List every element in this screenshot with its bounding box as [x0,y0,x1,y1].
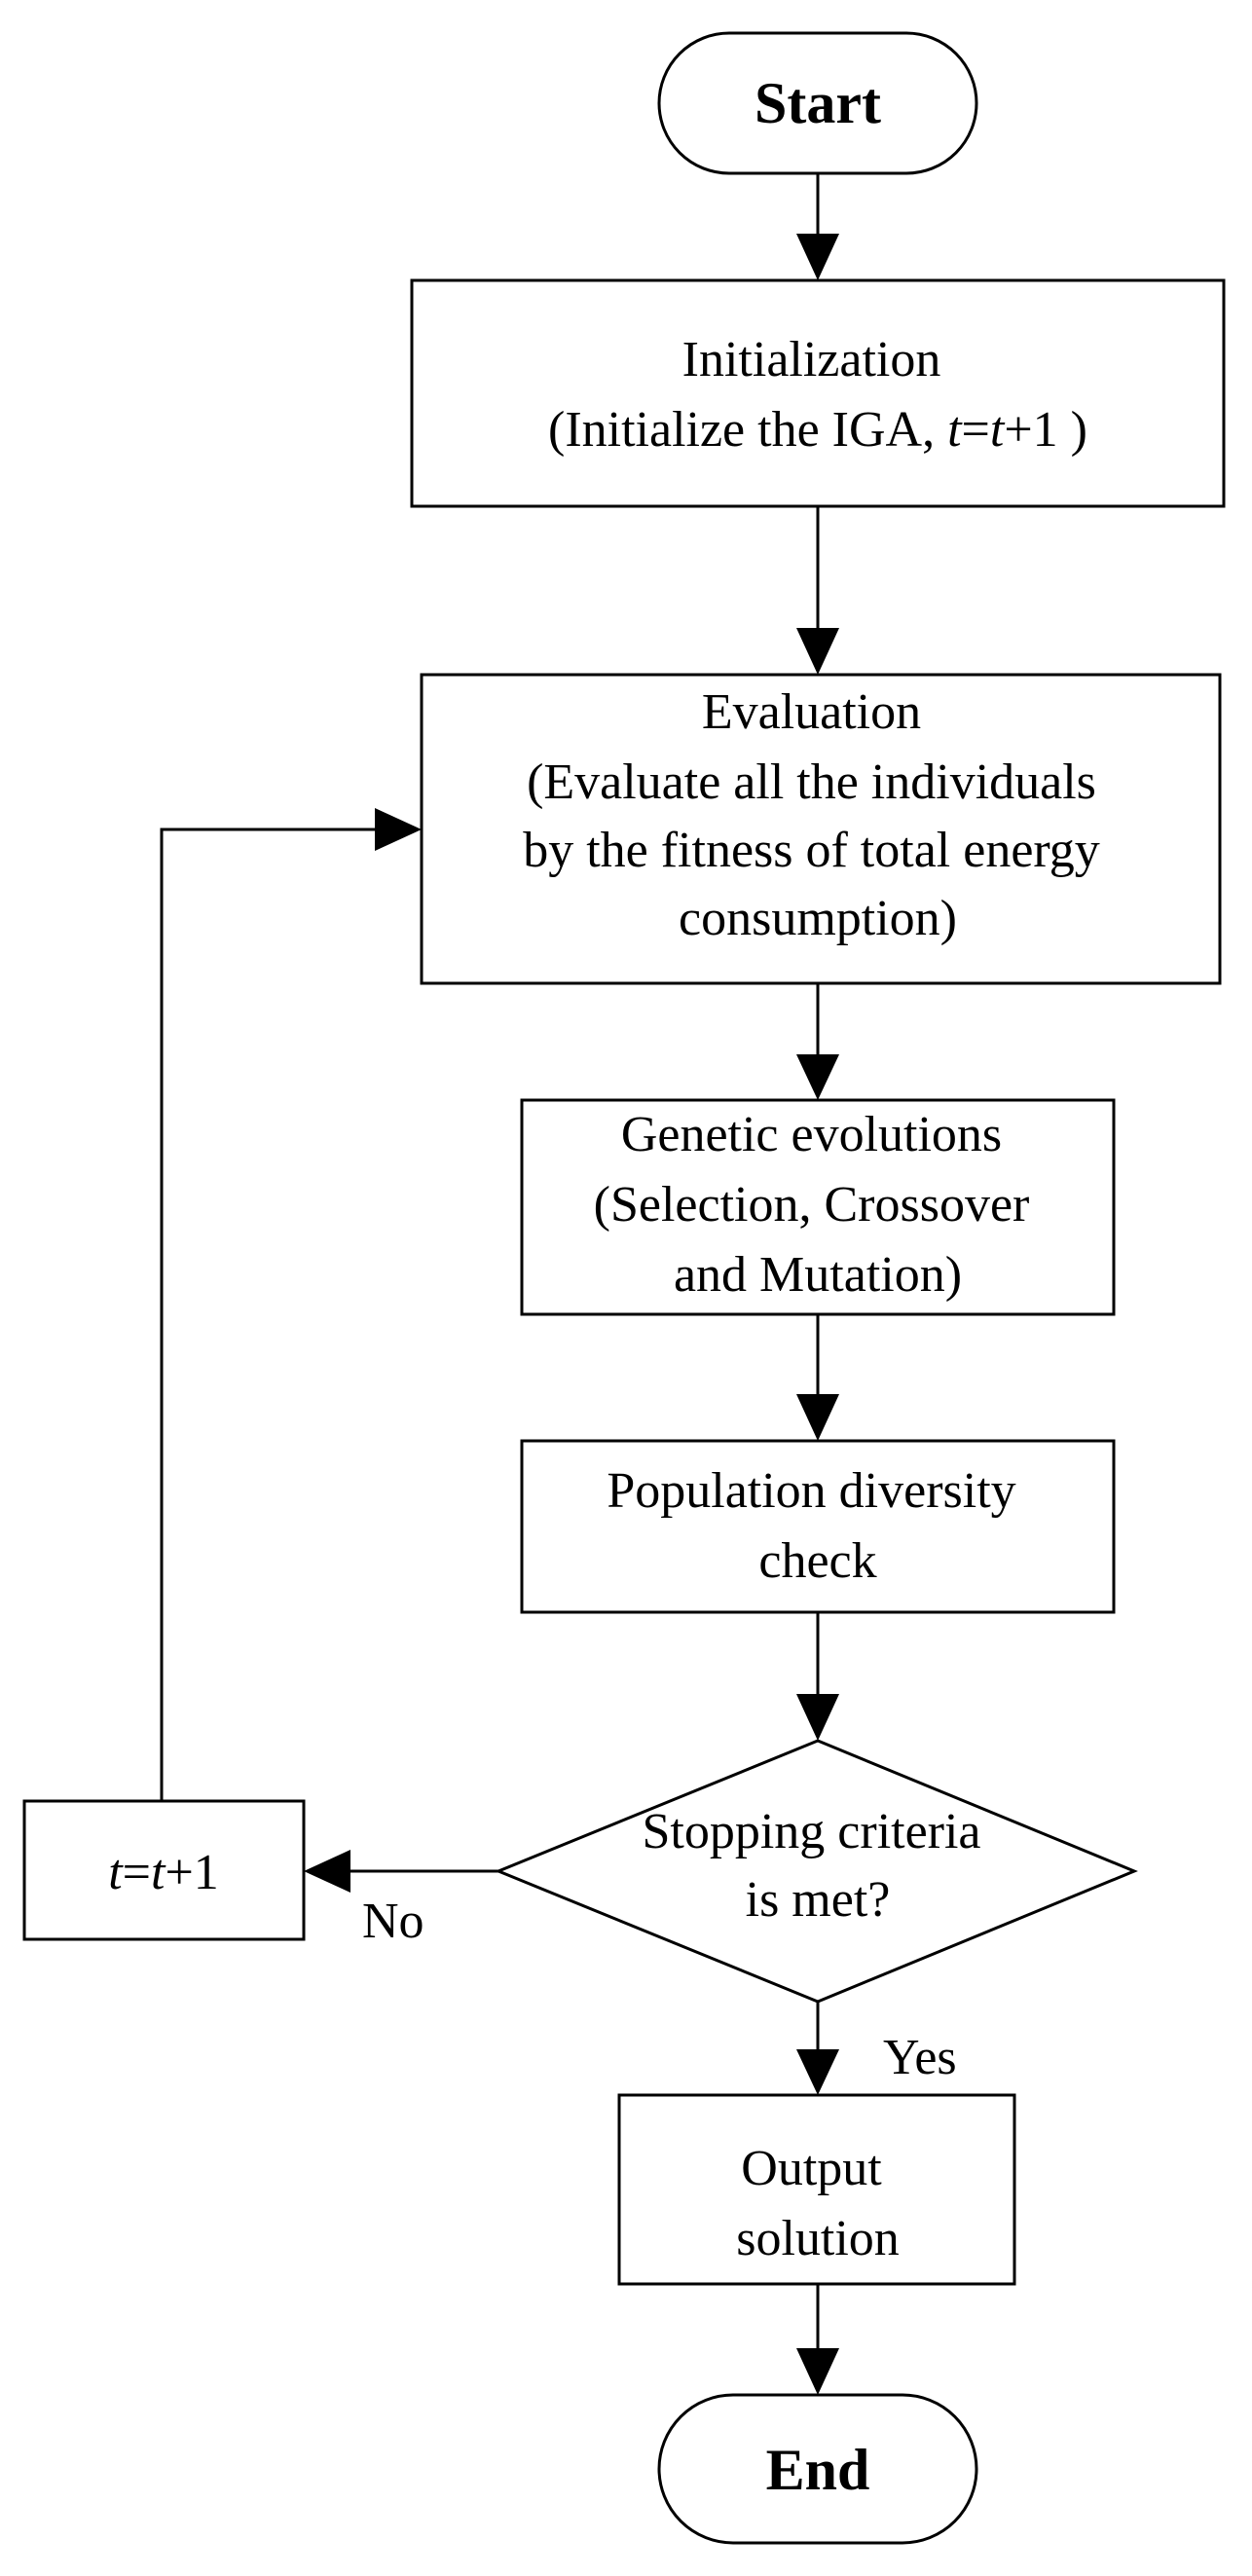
arrowhead-genetic [796,1054,839,1100]
evaluation-label: Evaluation (Evaluate all the individuals… [523,684,1113,946]
connectors [160,173,839,2395]
start-terminal [657,31,978,175]
edge-increment-to-eval [160,828,375,1801]
output-solution-label: Output solution [736,2141,900,2266]
end-label: End [766,2438,870,2502]
population-diversity-label: Population diversity check [607,1463,1028,1589]
end-terminal [657,2393,978,2545]
start-label: Start [755,71,881,135]
increment-box [22,1799,306,1941]
arrowhead-eval [796,628,839,675]
output-solution-box [617,2093,1016,2286]
genetic-evolutions-box [520,1098,1116,1316]
arrowhead-decision [796,1694,839,1741]
stopping-criteria-decision [495,1739,1138,2004]
arrowhead-init [796,234,839,280]
population-diversity-box [520,1439,1116,1614]
evaluation-box [420,673,1222,985]
no-edge-label: No [362,1894,424,1949]
initialization-box [410,278,1226,508]
arrowhead-diversity [796,1394,839,1441]
initialization-label: Initialization (Initialize the IGA, t=t+… [548,332,1087,458]
arrowhead-end [796,2348,839,2395]
arrowhead-increment [304,1850,350,1893]
arrowhead-output [796,2049,839,2095]
stopping-criteria-label: Stopping criteria is met? [642,1804,993,1928]
genetic-evolutions-label: Genetic evolutions (Selection, Crossover… [594,1107,1043,1303]
arrowhead-eval-loop [375,808,422,851]
yes-edge-label: Yes [883,2030,957,2085]
increment-label: t=t+1 [108,1845,219,1900]
